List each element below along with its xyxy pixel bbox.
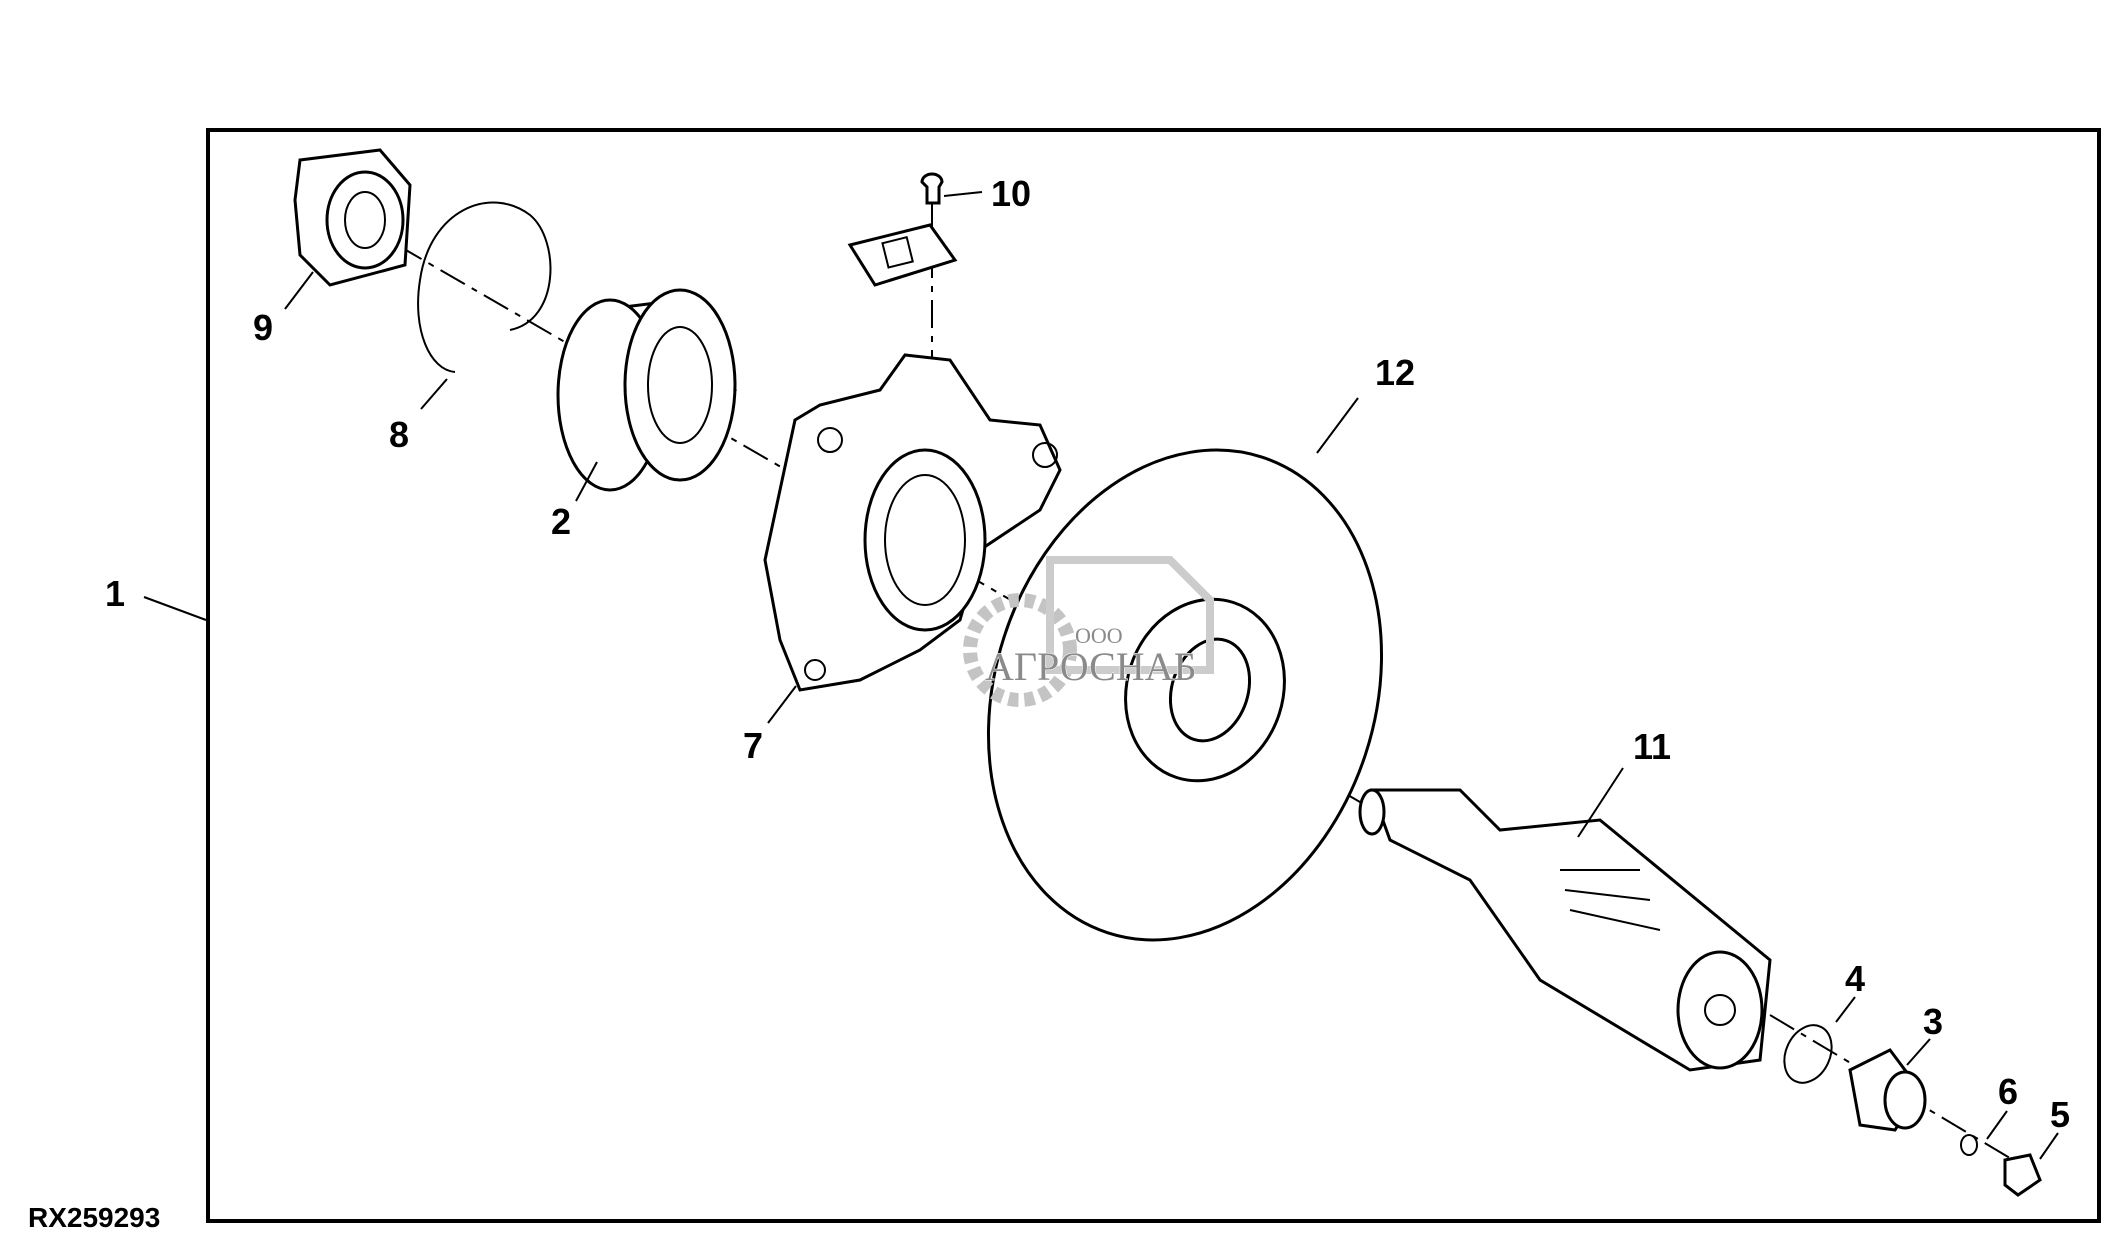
o-ring-part-4 bbox=[1783, 1024, 1833, 1084]
screw-part-5 bbox=[2003, 1153, 2042, 1197]
callout-10: 10 bbox=[991, 173, 1031, 214]
callout-7: 7 bbox=[743, 725, 763, 766]
leader-lines bbox=[143, 191, 2059, 1160]
callout-3: 3 bbox=[1923, 1001, 1943, 1042]
bearing-part-2 bbox=[556, 288, 737, 492]
callout-5: 5 bbox=[2050, 1094, 2070, 1135]
ring-part-6 bbox=[1960, 1134, 1978, 1156]
decal-part-10 bbox=[847, 172, 958, 287]
housing-part-7 bbox=[763, 353, 1062, 692]
callout-11: 11 bbox=[1633, 726, 1671, 767]
watermark-logo: ООО АГРОСНАБ bbox=[963, 556, 1214, 707]
callout-4: 4 bbox=[1845, 958, 1865, 999]
callout-12: 12 bbox=[1375, 352, 1415, 393]
callout-2: 2 bbox=[551, 501, 571, 542]
nut-part-9 bbox=[293, 148, 412, 287]
figure-id: RX259293 bbox=[28, 1202, 160, 1233]
callout-9: 9 bbox=[253, 307, 273, 348]
shaft-part-11 bbox=[1358, 788, 1772, 1072]
plug-part-3 bbox=[1848, 1048, 1927, 1132]
callout-8: 8 bbox=[389, 414, 409, 455]
watermark-name: АГРОСНАБ bbox=[985, 644, 1197, 689]
callout-6: 6 bbox=[1998, 1071, 2018, 1112]
callout-1: 1 bbox=[105, 573, 125, 614]
disc-part-12 bbox=[986, 448, 1384, 942]
assembly-frame bbox=[206, 128, 2101, 1223]
snap-ring-part-8 bbox=[417, 201, 552, 373]
watermark-prefix: ООО bbox=[1075, 623, 1123, 648]
